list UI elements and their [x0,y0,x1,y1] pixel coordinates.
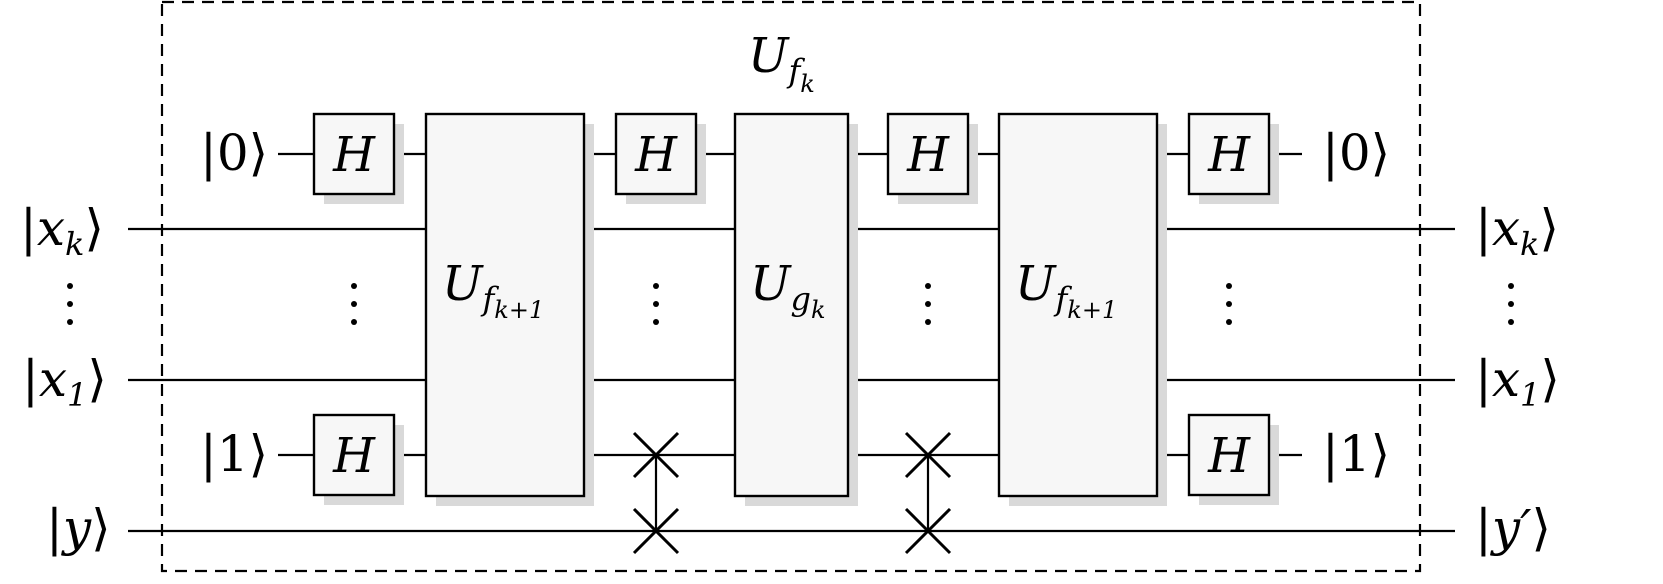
output-label-x1: |x1⟩ [1475,350,1560,414]
u-fk1-gate-left: Ufk+1 [424,112,594,506]
svg-text:Ufk+1: Ufk+1 [442,256,544,324]
svg-text:H: H [1207,127,1251,183]
svg-text:Ufk+1: Ufk+1 [1015,256,1117,324]
ancilla-1-input-label: |1⟩ [200,425,268,483]
svg-text:H: H [1207,428,1251,484]
swap-gate-2 [904,431,952,555]
svg-text:H: H [906,127,950,183]
hadamard-gate-top-4: H [1187,112,1279,204]
svg-text:H: H [332,428,376,484]
ancilla-0-output-label: |0⟩ [1322,124,1390,182]
input-label-xk: |xk⟩ [20,199,104,263]
input-label-y: |y⟩ [46,499,111,557]
ancilla-1-output-label: |1⟩ [1322,425,1390,483]
output-label-y: |y′⟩ [1475,499,1551,557]
hadamard-gate-top-3: H [886,112,978,204]
middle-vertical-dots-3 [925,283,931,325]
dashed-boundary-box [160,0,1422,573]
output-label-xk: |xk⟩ [1475,199,1559,263]
input-vertical-dots [67,283,73,325]
hadamard-gate-top-1: H [312,112,404,204]
circuit-title: Ufk [748,28,815,98]
svg-text:Ugk: Ugk [750,256,825,324]
hadamard-gate-bottom-1: H [312,413,404,505]
middle-vertical-dots-1 [351,283,357,325]
middle-vertical-dots-4 [1226,283,1232,325]
u-gk-gate: Ugk [733,112,858,506]
ancilla-0-input-label: |0⟩ [200,124,268,182]
u-fk1-gate-right: Ufk+1 [997,112,1167,506]
input-label-x1: |x1⟩ [22,350,107,414]
hadamard-gate-bottom-4: H [1187,413,1279,505]
svg-text:H: H [634,127,678,183]
swap-gate-1 [632,431,680,555]
svg-text:H: H [332,127,376,183]
hadamard-gate-top-2: H [614,112,706,204]
middle-vertical-dots-2 [653,283,659,325]
output-vertical-dots [1508,283,1514,325]
